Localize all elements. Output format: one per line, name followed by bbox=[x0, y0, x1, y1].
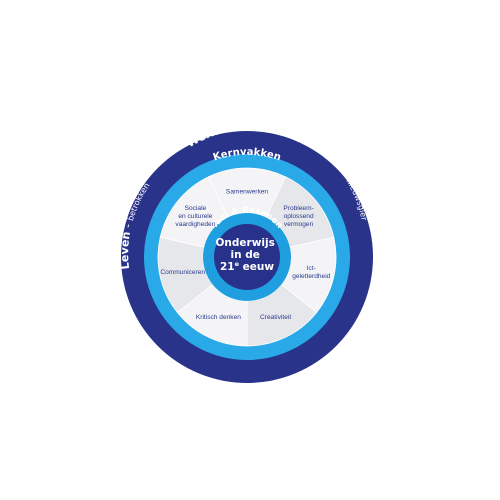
skill-label-line: Ict- bbox=[307, 265, 316, 272]
skill-label: Communiceren bbox=[160, 269, 205, 276]
center-line-1: Onderwijs bbox=[215, 237, 274, 249]
skill-label: Kritisch denken bbox=[196, 314, 241, 321]
skill-label-line: Kritisch denken bbox=[196, 314, 241, 321]
skill-label-line: Creativiteit bbox=[260, 314, 291, 321]
skill-label-line: geletterdheid bbox=[292, 273, 330, 280]
skill-label-line: oplossend bbox=[284, 213, 314, 220]
center-line-2: in de bbox=[230, 249, 259, 261]
skill-label-line: vaardigheden bbox=[175, 221, 215, 228]
skill-label-line: Probleem- bbox=[283, 205, 313, 212]
skill-label-line: Communiceren bbox=[160, 269, 205, 276]
middle-label-kernvakken: Kernvakken bbox=[212, 147, 282, 164]
skill-label: Creativiteit bbox=[260, 314, 291, 321]
center-label: Onderwijs in de 21e eeuw bbox=[215, 237, 278, 273]
skill-label: Ict-geletterdheid bbox=[292, 265, 330, 280]
center-circle bbox=[214, 224, 280, 290]
skill-label-line: Sociale bbox=[185, 205, 207, 212]
skill-label-line: vermogen bbox=[284, 221, 314, 228]
skill-label: Samenwerken bbox=[226, 188, 268, 195]
center-line-3: 21e eeuw bbox=[220, 260, 274, 273]
skill-label-line: en culturele bbox=[178, 213, 212, 220]
skill-label-line: Samenwerken bbox=[226, 188, 268, 195]
